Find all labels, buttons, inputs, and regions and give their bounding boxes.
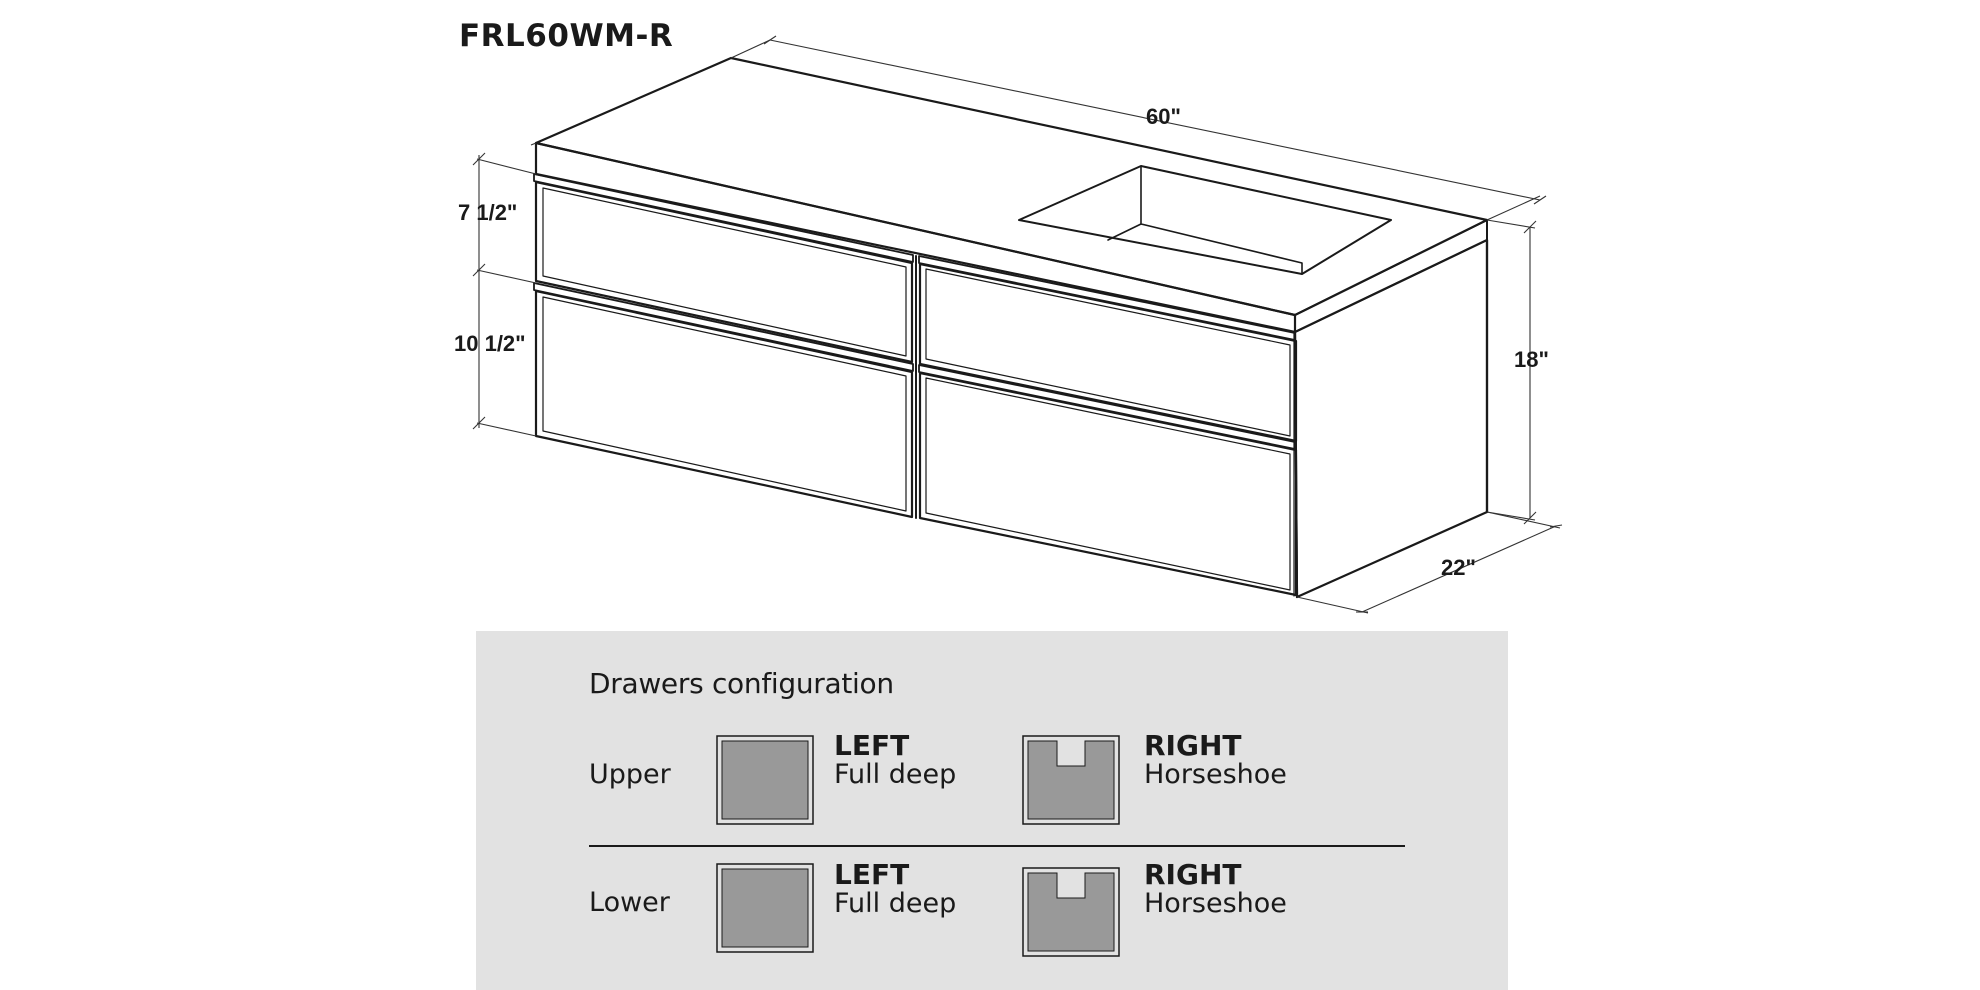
model-title: FRL60WM-R xyxy=(459,18,674,54)
lower-right-side: RIGHT xyxy=(1144,858,1242,891)
upper-left-side: LEFT xyxy=(834,729,910,762)
countertop-side-edge xyxy=(1294,219,1488,333)
upper-right-side: RIGHT xyxy=(1144,729,1242,762)
upper-right-drawer xyxy=(918,262,1298,443)
horseshoe-icon xyxy=(1022,735,1120,825)
lower-left-type: Full deep xyxy=(834,888,957,919)
lower-left-side: LEFT xyxy=(834,858,910,891)
lower-left-drawer xyxy=(534,289,914,519)
panel-title: Drawers configuration xyxy=(589,667,894,700)
lower-drawer-height-label: 10 1/2" xyxy=(454,331,526,356)
height-dimension-line xyxy=(1486,219,1537,525)
height-dimension-label: 18" xyxy=(1514,347,1549,372)
upper-drawer-height-label: 7 1/2" xyxy=(458,200,517,225)
upper-left-drawer xyxy=(534,180,914,364)
row-label-lower: Lower xyxy=(589,887,670,918)
lower-right-drawer xyxy=(918,371,1298,597)
full-deep-icon xyxy=(716,735,814,825)
full-deep-icon xyxy=(716,863,814,953)
upper-right-type: Horseshoe xyxy=(1144,759,1287,790)
vanity-isometric-drawing: 60" 18" 22" 7 1/2" 10 1/2" xyxy=(454,35,1563,614)
upper-left-type: Full deep xyxy=(834,759,957,790)
drawers-configuration-panel: Drawers configuration Upper LEFT Full de… xyxy=(476,631,1508,990)
row-label-upper: Upper xyxy=(589,759,671,790)
depth-dimension-label: 22" xyxy=(1441,555,1476,580)
countertop-top-face xyxy=(534,56,1489,317)
cabinet-side-face xyxy=(1293,238,1489,599)
sink xyxy=(1018,165,1392,275)
lower-right-type: Horseshoe xyxy=(1144,888,1287,919)
horseshoe-icon xyxy=(1022,867,1120,957)
width-dimension-line xyxy=(530,35,1547,221)
row-divider xyxy=(589,845,1405,847)
width-dimension-label: 60" xyxy=(1146,104,1181,129)
depth-dimension-line xyxy=(1296,511,1563,614)
drawer-height-dimension-line xyxy=(472,152,537,437)
